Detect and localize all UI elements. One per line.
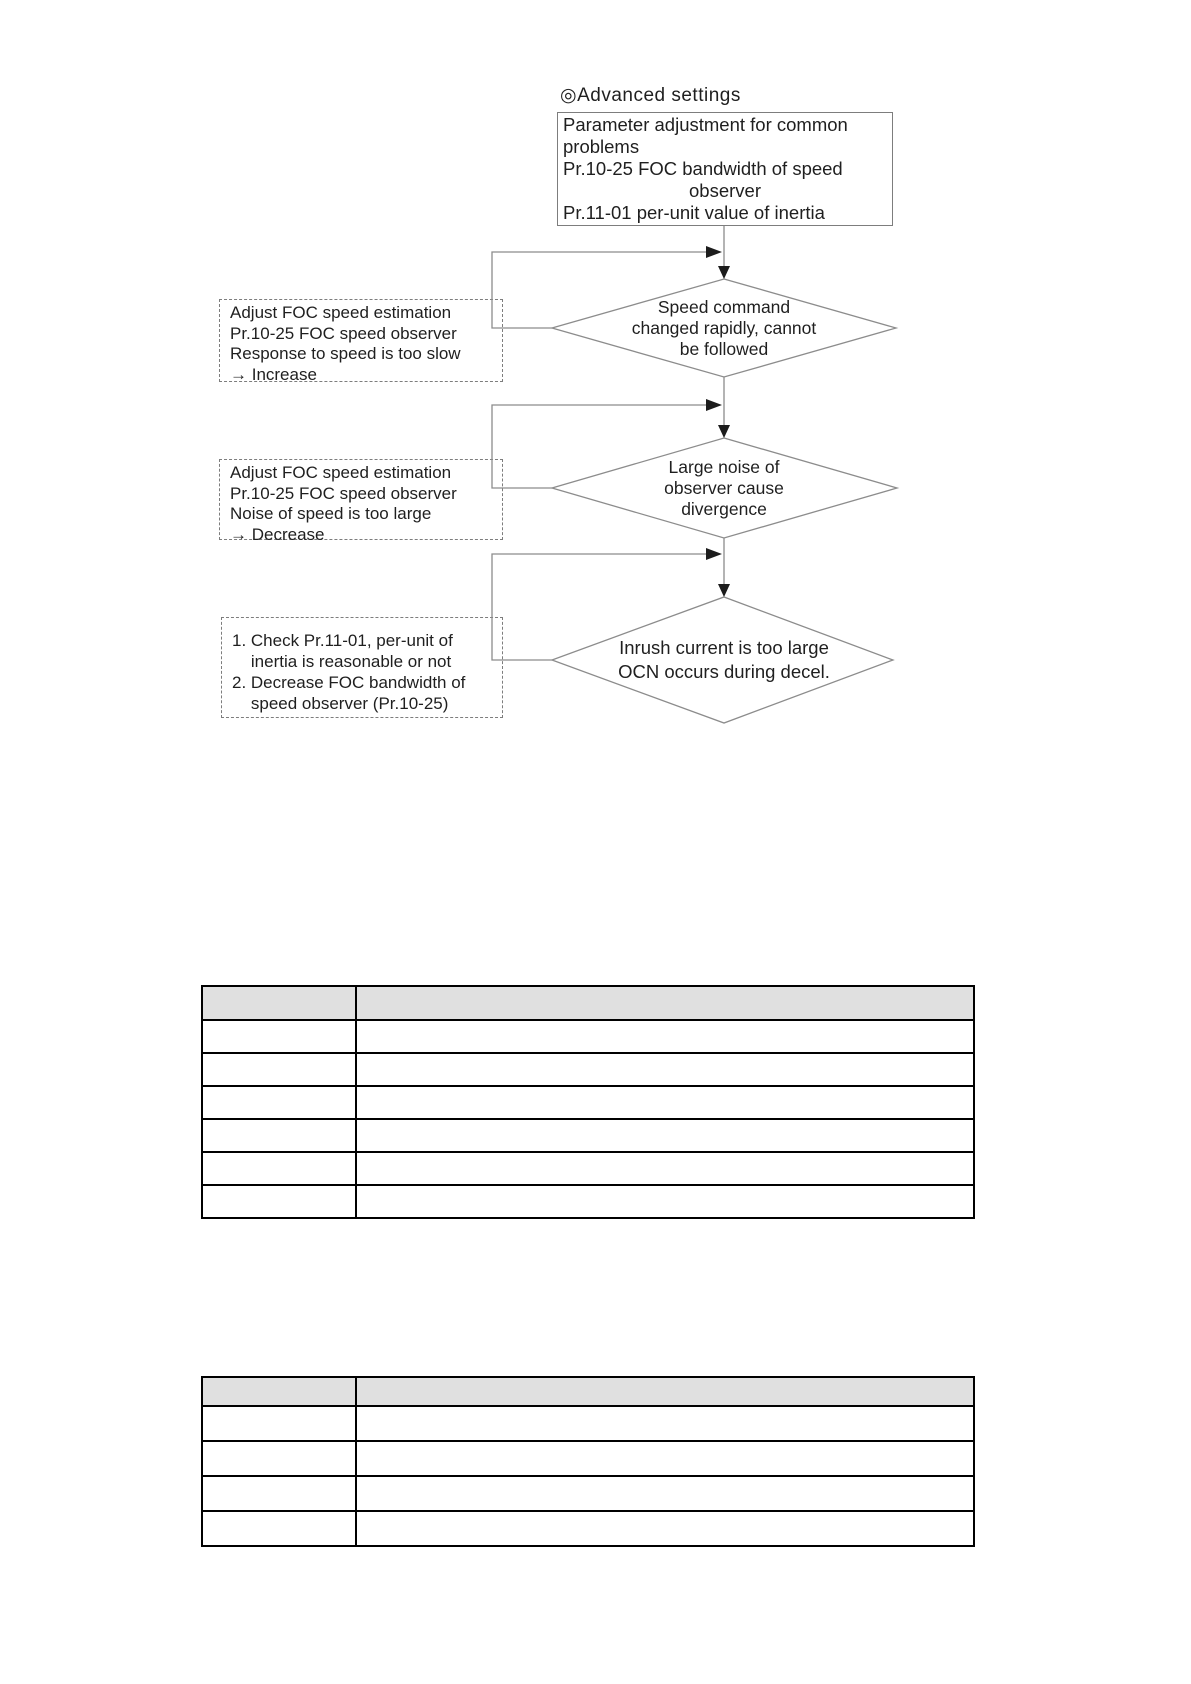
table-row (201, 1440, 975, 1477)
table-row (201, 1184, 975, 1219)
parameter-adjustment-box: Parameter adjustment for common problems… (557, 112, 893, 226)
table-row (201, 1118, 975, 1153)
table-cell (355, 1184, 975, 1219)
feedback-loop-3 (491, 553, 706, 661)
decision-diamond-1-label: Speed command changed rapidly, cannot be… (631, 296, 817, 359)
table-cell (201, 1151, 357, 1186)
table-header-cell (355, 1376, 975, 1407)
table-cell (355, 1019, 975, 1054)
table-header-cell (201, 985, 357, 1021)
table-header-row (201, 1376, 975, 1407)
remedy-box-speed-response: Adjust FOC speed estimation Pr.10-25 FOC… (219, 299, 503, 384)
table-cell (201, 1085, 357, 1120)
top-box-line: Pr.10-25 FOC bandwidth of speed (563, 158, 843, 179)
table-row (201, 1475, 975, 1512)
flowchart-canvas (491, 226, 900, 724)
top-box-line: Parameter adjustment for common (563, 114, 848, 135)
arrowhead-down-icon (718, 425, 730, 438)
arrowhead-right-icon (706, 246, 722, 258)
table-cell (355, 1085, 975, 1120)
table-header-cell (201, 1376, 357, 1407)
table-cell (201, 1052, 357, 1087)
top-box-line: problems (563, 136, 640, 157)
table-cell (201, 1510, 357, 1547)
table-cell (201, 1118, 357, 1153)
feedback-loop-1 (491, 251, 706, 329)
table-cell (201, 1019, 357, 1054)
table-2-header (201, 1376, 975, 1407)
table-cell (355, 1052, 975, 1087)
table-header-cell (355, 985, 975, 1021)
table-row (201, 1019, 975, 1054)
table-cell (355, 1510, 975, 1547)
decision-diamond-3-label: Inrush current is too large OCN occurs d… (618, 637, 830, 682)
table-header-row (201, 985, 975, 1021)
top-box-line: observer (689, 180, 761, 201)
parameter-table-2 (201, 1376, 975, 1547)
top-box-line: Pr.11-01 per-unit value of inertia (563, 202, 825, 223)
table-cell (355, 1118, 975, 1153)
decision-diamond-1 (549, 278, 899, 378)
table-row (201, 1052, 975, 1087)
arrowhead-right-icon (706, 399, 722, 411)
decision-diamond-3 (550, 596, 895, 724)
decision-diamond-2-label: Large noise of observer cause divergence (664, 456, 784, 519)
decision-diamond-2 (549, 437, 900, 539)
table-row (201, 1510, 975, 1547)
parameter-table-1 (201, 985, 975, 1219)
table-cell (201, 1440, 357, 1477)
table-1-body (201, 1019, 975, 1219)
table-cell (201, 1184, 357, 1219)
arrowhead-down-icon (718, 266, 730, 279)
arrowhead-down-icon (718, 584, 730, 597)
table-1-header (201, 985, 975, 1021)
table-cell (201, 1405, 357, 1442)
feedback-loop-2 (491, 404, 706, 489)
table-cell (355, 1151, 975, 1186)
table-row (201, 1405, 975, 1442)
arrowhead-right-icon (706, 548, 722, 560)
table-row (201, 1085, 975, 1120)
flowchart-title: ◎Advanced settings (560, 85, 741, 106)
table-cell (201, 1475, 357, 1512)
table-2-body (201, 1405, 975, 1547)
table-row (201, 1151, 975, 1186)
table-cell (355, 1440, 975, 1477)
remedy-box-speed-noise: Adjust FOC speed estimation Pr.10-25 FOC… (219, 459, 503, 544)
table-cell (355, 1475, 975, 1512)
table-cell (355, 1405, 975, 1442)
remedy-box-inertia-check: 1. Check Pr.11-01, per-unit of inertia i… (221, 617, 503, 718)
